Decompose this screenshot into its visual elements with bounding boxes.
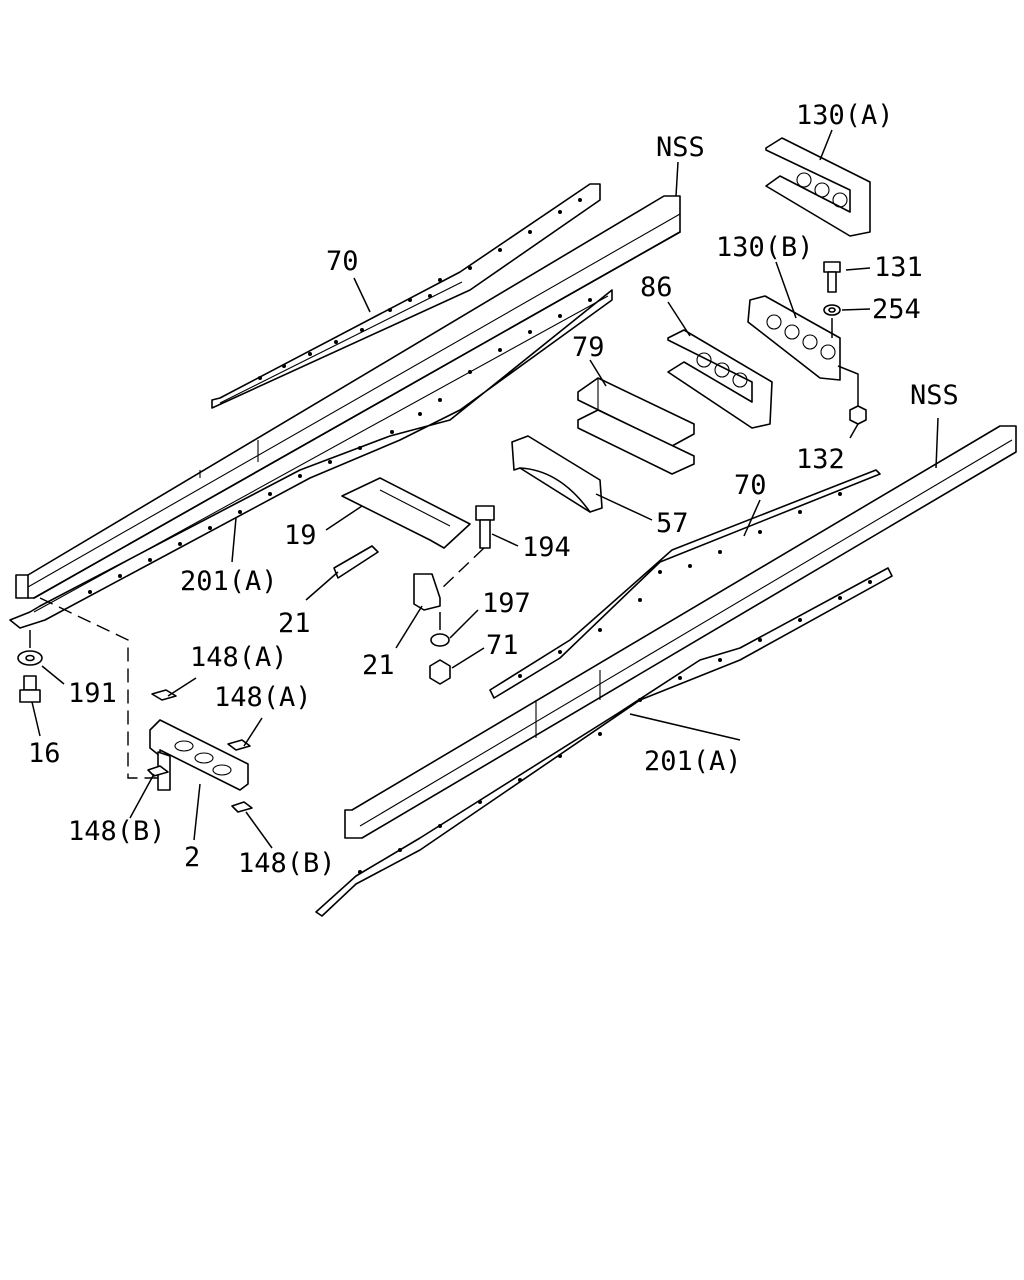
label-148b-left: 148(B) (68, 816, 166, 847)
label-nss-right: NSS (910, 380, 959, 411)
label-70-right: 70 (734, 470, 767, 501)
label-130a: 130(A) (796, 100, 894, 131)
part-21-bracket-upper (333, 545, 379, 579)
label-131: 131 (874, 252, 923, 283)
label-16: 16 (28, 738, 61, 769)
part-labels: NSS 130(A) 130(B) 131 254 132 70 86 79 5… (28, 100, 959, 879)
part-254-washer (823, 304, 841, 316)
label-57: 57 (656, 508, 689, 539)
label-2: 2 (184, 842, 200, 873)
part-130b-crossmember (747, 295, 841, 381)
label-194: 194 (522, 532, 571, 563)
label-71: 71 (486, 630, 519, 661)
label-148a-lower: 148(A) (214, 682, 312, 713)
label-201a-left: 201(A) (180, 566, 278, 597)
right-rail-holes (358, 492, 872, 874)
label-148a-upper: 148(A) (190, 642, 288, 673)
label-191: 191 (68, 678, 117, 709)
part-57-crossmember (511, 435, 603, 513)
label-70-top: 70 (326, 246, 359, 277)
part-191-washer (17, 650, 43, 666)
right-frame-rail (344, 425, 1017, 839)
left-frame-rail (15, 195, 681, 599)
label-201a-right: 201(A) (644, 746, 742, 777)
part-21-bracket-lower (413, 573, 441, 611)
part-16-bolt (19, 675, 41, 703)
label-21-lower: 21 (362, 650, 395, 681)
part-148a-shim-upper (151, 689, 177, 701)
part-19-crossmember (341, 477, 471, 549)
label-19: 19 (284, 520, 317, 551)
part-2-front-crossmember (149, 719, 249, 791)
part-148a-shim-lower (227, 739, 251, 751)
part-197-washer (430, 633, 450, 647)
part-148b-shim-right (231, 801, 253, 813)
label-86: 86 (640, 272, 673, 303)
part-194-bolt (475, 505, 495, 549)
part-86-crossmember (667, 329, 773, 429)
part-130a-crossmember (765, 137, 871, 237)
label-79: 79 (572, 332, 605, 363)
label-254: 254 (872, 294, 921, 325)
part-132-nut (849, 405, 867, 425)
label-nss-top: NSS (656, 132, 705, 163)
part-79-plates (577, 377, 695, 475)
label-21-upper: 21 (278, 608, 311, 639)
part-70-top-reinforcement (211, 183, 601, 409)
left-rail-holes (88, 198, 592, 594)
part-131-bolt (823, 261, 841, 293)
part-201a-left-plate (9, 289, 613, 629)
leader-lines (31, 129, 939, 849)
part-71-nut (429, 659, 451, 685)
part-70-right-reinforcement (489, 469, 881, 699)
label-148b-right: 148(B) (238, 848, 336, 879)
label-197: 197 (482, 588, 531, 619)
part-201a-right-plate (315, 567, 893, 917)
label-130b: 130(B) (716, 232, 814, 263)
label-132: 132 (796, 444, 845, 475)
part-148b-shim-left (147, 765, 169, 777)
